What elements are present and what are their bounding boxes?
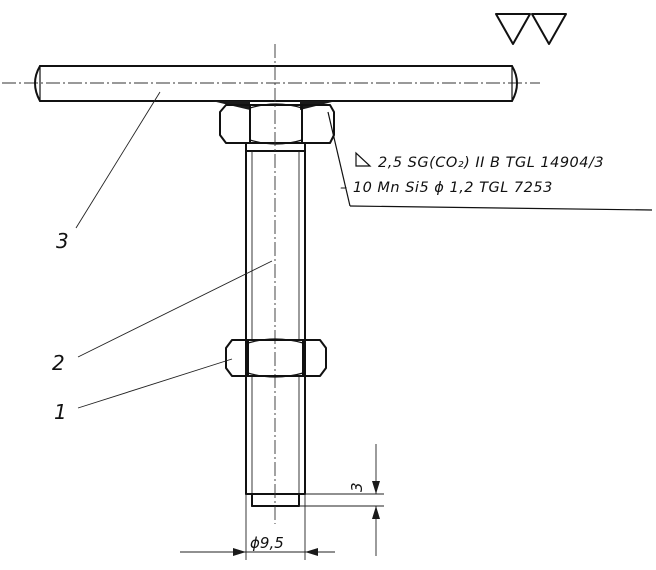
surface-finish-symbol — [495, 13, 567, 45]
weld-note-line1: 2,5 SG(CO₂) II B TGL 14904/3 — [378, 155, 604, 171]
leader-part-3 — [75, 91, 161, 229]
surface-triangle-left — [495, 13, 531, 45]
surface-triangle-right — [531, 13, 567, 45]
lock-nut-part-1 — [225, 338, 327, 378]
leader-part-2 — [77, 260, 273, 358]
weld-leader — [327, 111, 653, 211]
weld-symbol-icon — [355, 151, 372, 167]
cross-bar-part-3 — [34, 65, 518, 102]
welded-nut — [219, 103, 335, 145]
leader-part-1 — [77, 358, 233, 409]
position-label-1: 1 — [54, 400, 67, 424]
length-dimension — [299, 444, 384, 556]
position-label-3: 3 — [56, 229, 69, 253]
weld-note-line2: – 10 Mn Si5 ϕ 1,2 TGL 7253 — [340, 180, 553, 196]
position-label-2: 2 — [52, 351, 65, 375]
length-dimension-text: 3 — [348, 482, 366, 492]
diameter-dimension-text: ϕ9,5 — [250, 534, 284, 552]
diameter-dimension — [180, 494, 335, 560]
rod-tip — [251, 493, 300, 507]
threaded-rod-part-2 — [245, 142, 306, 495]
